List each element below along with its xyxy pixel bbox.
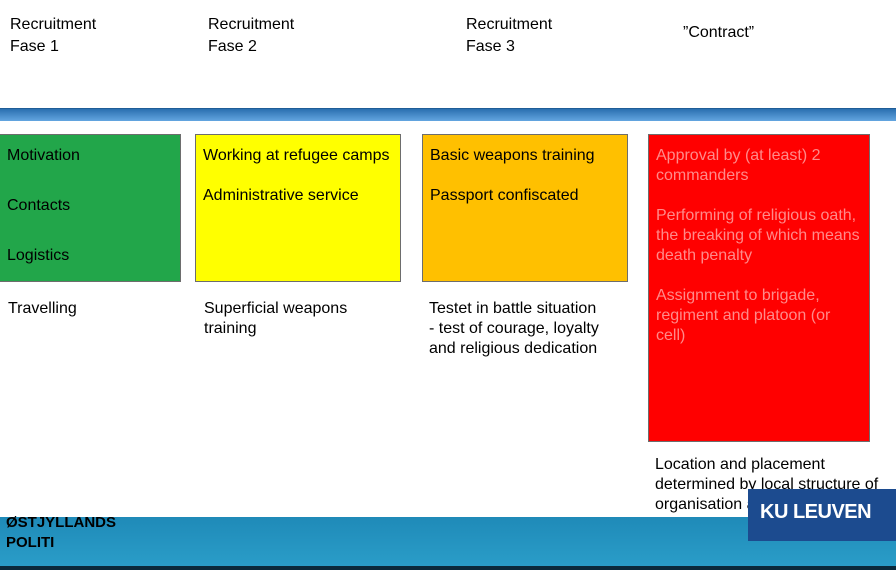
fase2-note: Superficial weapons training (204, 300, 348, 337)
fase1-note: Travelling (8, 300, 77, 317)
contract-box-line: Assignment to brigade, regiment and plat… (656, 287, 831, 344)
fase3-box: Basic weapons training Passport confisca… (422, 134, 628, 282)
fase3-box-line: Passport confiscated (430, 187, 579, 204)
fase2-box-line: Administrative service (203, 187, 359, 204)
phase-label-contract: ”Contract” (683, 24, 755, 41)
footer-bar (0, 517, 896, 570)
fase1-box-line: Contacts (7, 197, 71, 214)
fase3-note: Testet in battle situation - test of cou… (429, 300, 599, 357)
timeline-divider-bar (0, 108, 896, 121)
contract-box: Approval by (at least) 2 commanders Perf… (648, 134, 870, 442)
contract-box-line: Approval by (at least) 2 commanders (656, 147, 821, 184)
phase-label-1: Recruitment Fase 1 (10, 16, 97, 55)
fase2-box: Working at refugee camps Administrative … (195, 134, 401, 282)
fase2-box-line: Working at refugee camps (203, 147, 390, 164)
fase1-box-line: Motivation (7, 147, 80, 164)
ostjyllands-politi-logo: ØSTJYLLANDS POLITI (6, 514, 117, 551)
phase-label-3: Recruitment Fase 3 (466, 16, 553, 55)
fase3-box-line: Basic weapons training (430, 147, 595, 164)
contract-box-line: Performing of religious oath, the breaki… (656, 207, 860, 264)
fase1-box-line: Logistics (7, 247, 70, 264)
fase1-box: Motivation Contacts Logistics (0, 134, 181, 282)
ku-leuven-logo: KU LEUVEN (748, 489, 896, 541)
phase-label-2: Recruitment Fase 2 (208, 16, 295, 55)
ku-leuven-logo-text: KU LEUVEN (760, 501, 872, 523)
